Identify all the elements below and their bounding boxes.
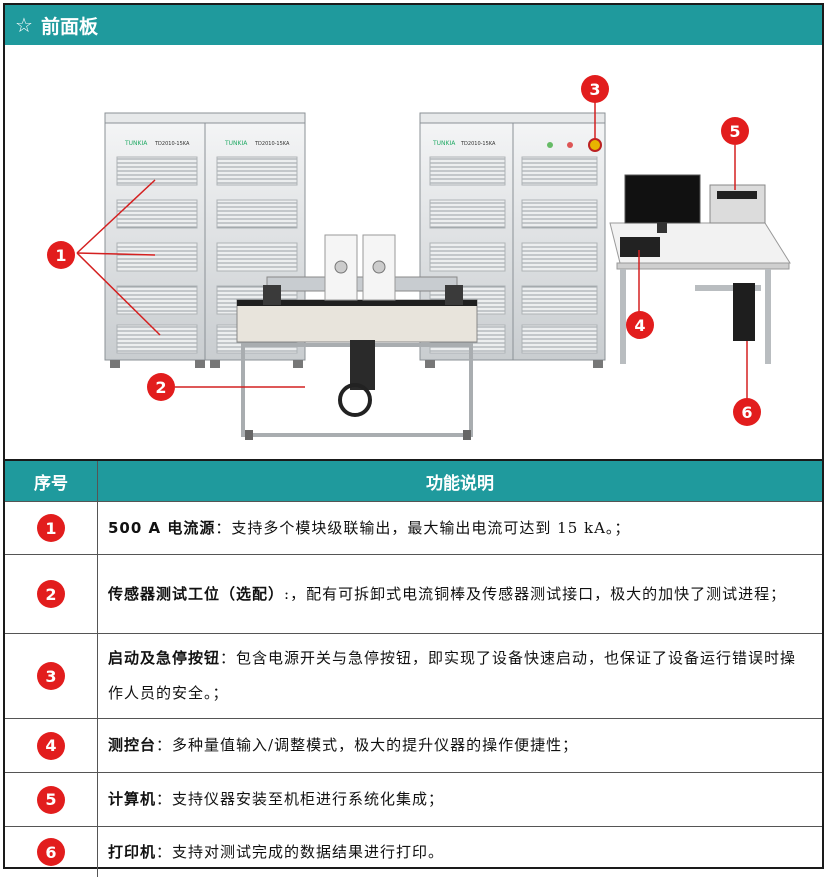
row-text: 启动及急停按钮：包含电源开关与急停按钮，即实现了设备快速启动，也保证了设备运行错… [108,649,797,702]
table-row: 5 计算机：支持仪器安装至机柜进行系统化集成； [5,773,822,827]
table-row: 4 测控台：多种量值输入/调整模式，极大的提升仪器的操作便捷性； [5,719,822,773]
document-frame: ☆ 前面板 [3,3,824,877]
table-row: 1 500 A 电流源：支持多个模块级联输出，最大输出电流可达到 15 kA。； [5,502,822,555]
row-text: 500 A 电流源：支持多个模块级联输出，最大输出电流可达到 15 kA。； [108,518,631,537]
row-number-badge: 5 [37,785,65,814]
equipment-illustration: TUNKIA TUNKIA TD2010-15KA TD2010-15KA [5,45,822,461]
row-text: 传感器测试工位（选配）:，配有可拆卸式电流铜棒及传感器测试接口，极大的加快了测试… [108,584,787,603]
callout-3: 3 [581,75,609,103]
svg-text:TD2010-15KA: TD2010-15KA [254,141,290,147]
svg-text:TUNKIA: TUNKIA [224,140,248,147]
row-number-badge: 4 [37,731,65,760]
callout-6: 6 [733,398,761,426]
function-table: 序号 功能说明 1 500 A 电流源：支持多个模块级联输出，最大输出电流可达到… [5,461,822,877]
row-number-badge: 6 [37,838,65,866]
sensor-test-station [236,234,478,440]
row-text: 测控台：多种量值输入/调整模式，极大的提升仪器的操作便捷性； [108,736,579,754]
svg-text:TUNKIA: TUNKIA [124,140,148,147]
row-text: 计算机：支持仪器安装至机柜进行系统化集成； [108,790,445,808]
callout-lines [76,102,748,408]
callout-1: 1 [47,241,75,269]
equipment-drawing: TUNKIA TUNKIA TD2010-15KA TD2010-15KA [76,102,791,440]
callout-4: 4 [626,311,654,339]
header-desc: 功能说明 [426,473,494,494]
callout-5: 5 [721,117,749,145]
table-row: 2 传感器测试工位（选配）:，配有可拆卸式电流铜棒及传感器测试接口，极大的加快了… [5,555,822,634]
control-desk [609,174,791,364]
row-number-badge: 2 [37,580,65,608]
svg-text:TD2010-15KA: TD2010-15KA [154,141,190,147]
callout-2: 2 [147,373,175,401]
table-row: 6 打印机：支持对测试完成的数据结果进行打印。 [5,827,822,877]
row-number-badge: 1 [37,514,65,542]
svg-text:TUNKIA: TUNKIA [432,140,456,147]
row-text: 打印机：支持对测试完成的数据结果进行打印。 [108,842,445,861]
header-no: 序号 [5,461,98,501]
section-header: ☆ 前面板 [5,5,822,45]
star-outline-icon: ☆ [15,13,33,37]
section-title: 前面板 [40,15,98,38]
table-row: 3 启动及急停按钮：包含电源开关与急停按钮，即实现了设备快速启动，也保证了设备运… [5,634,822,719]
table-header: 序号 功能说明 [5,461,822,502]
row-number-badge: 3 [37,662,65,690]
svg-text:TD2010-15KA: TD2010-15KA [460,141,496,147]
